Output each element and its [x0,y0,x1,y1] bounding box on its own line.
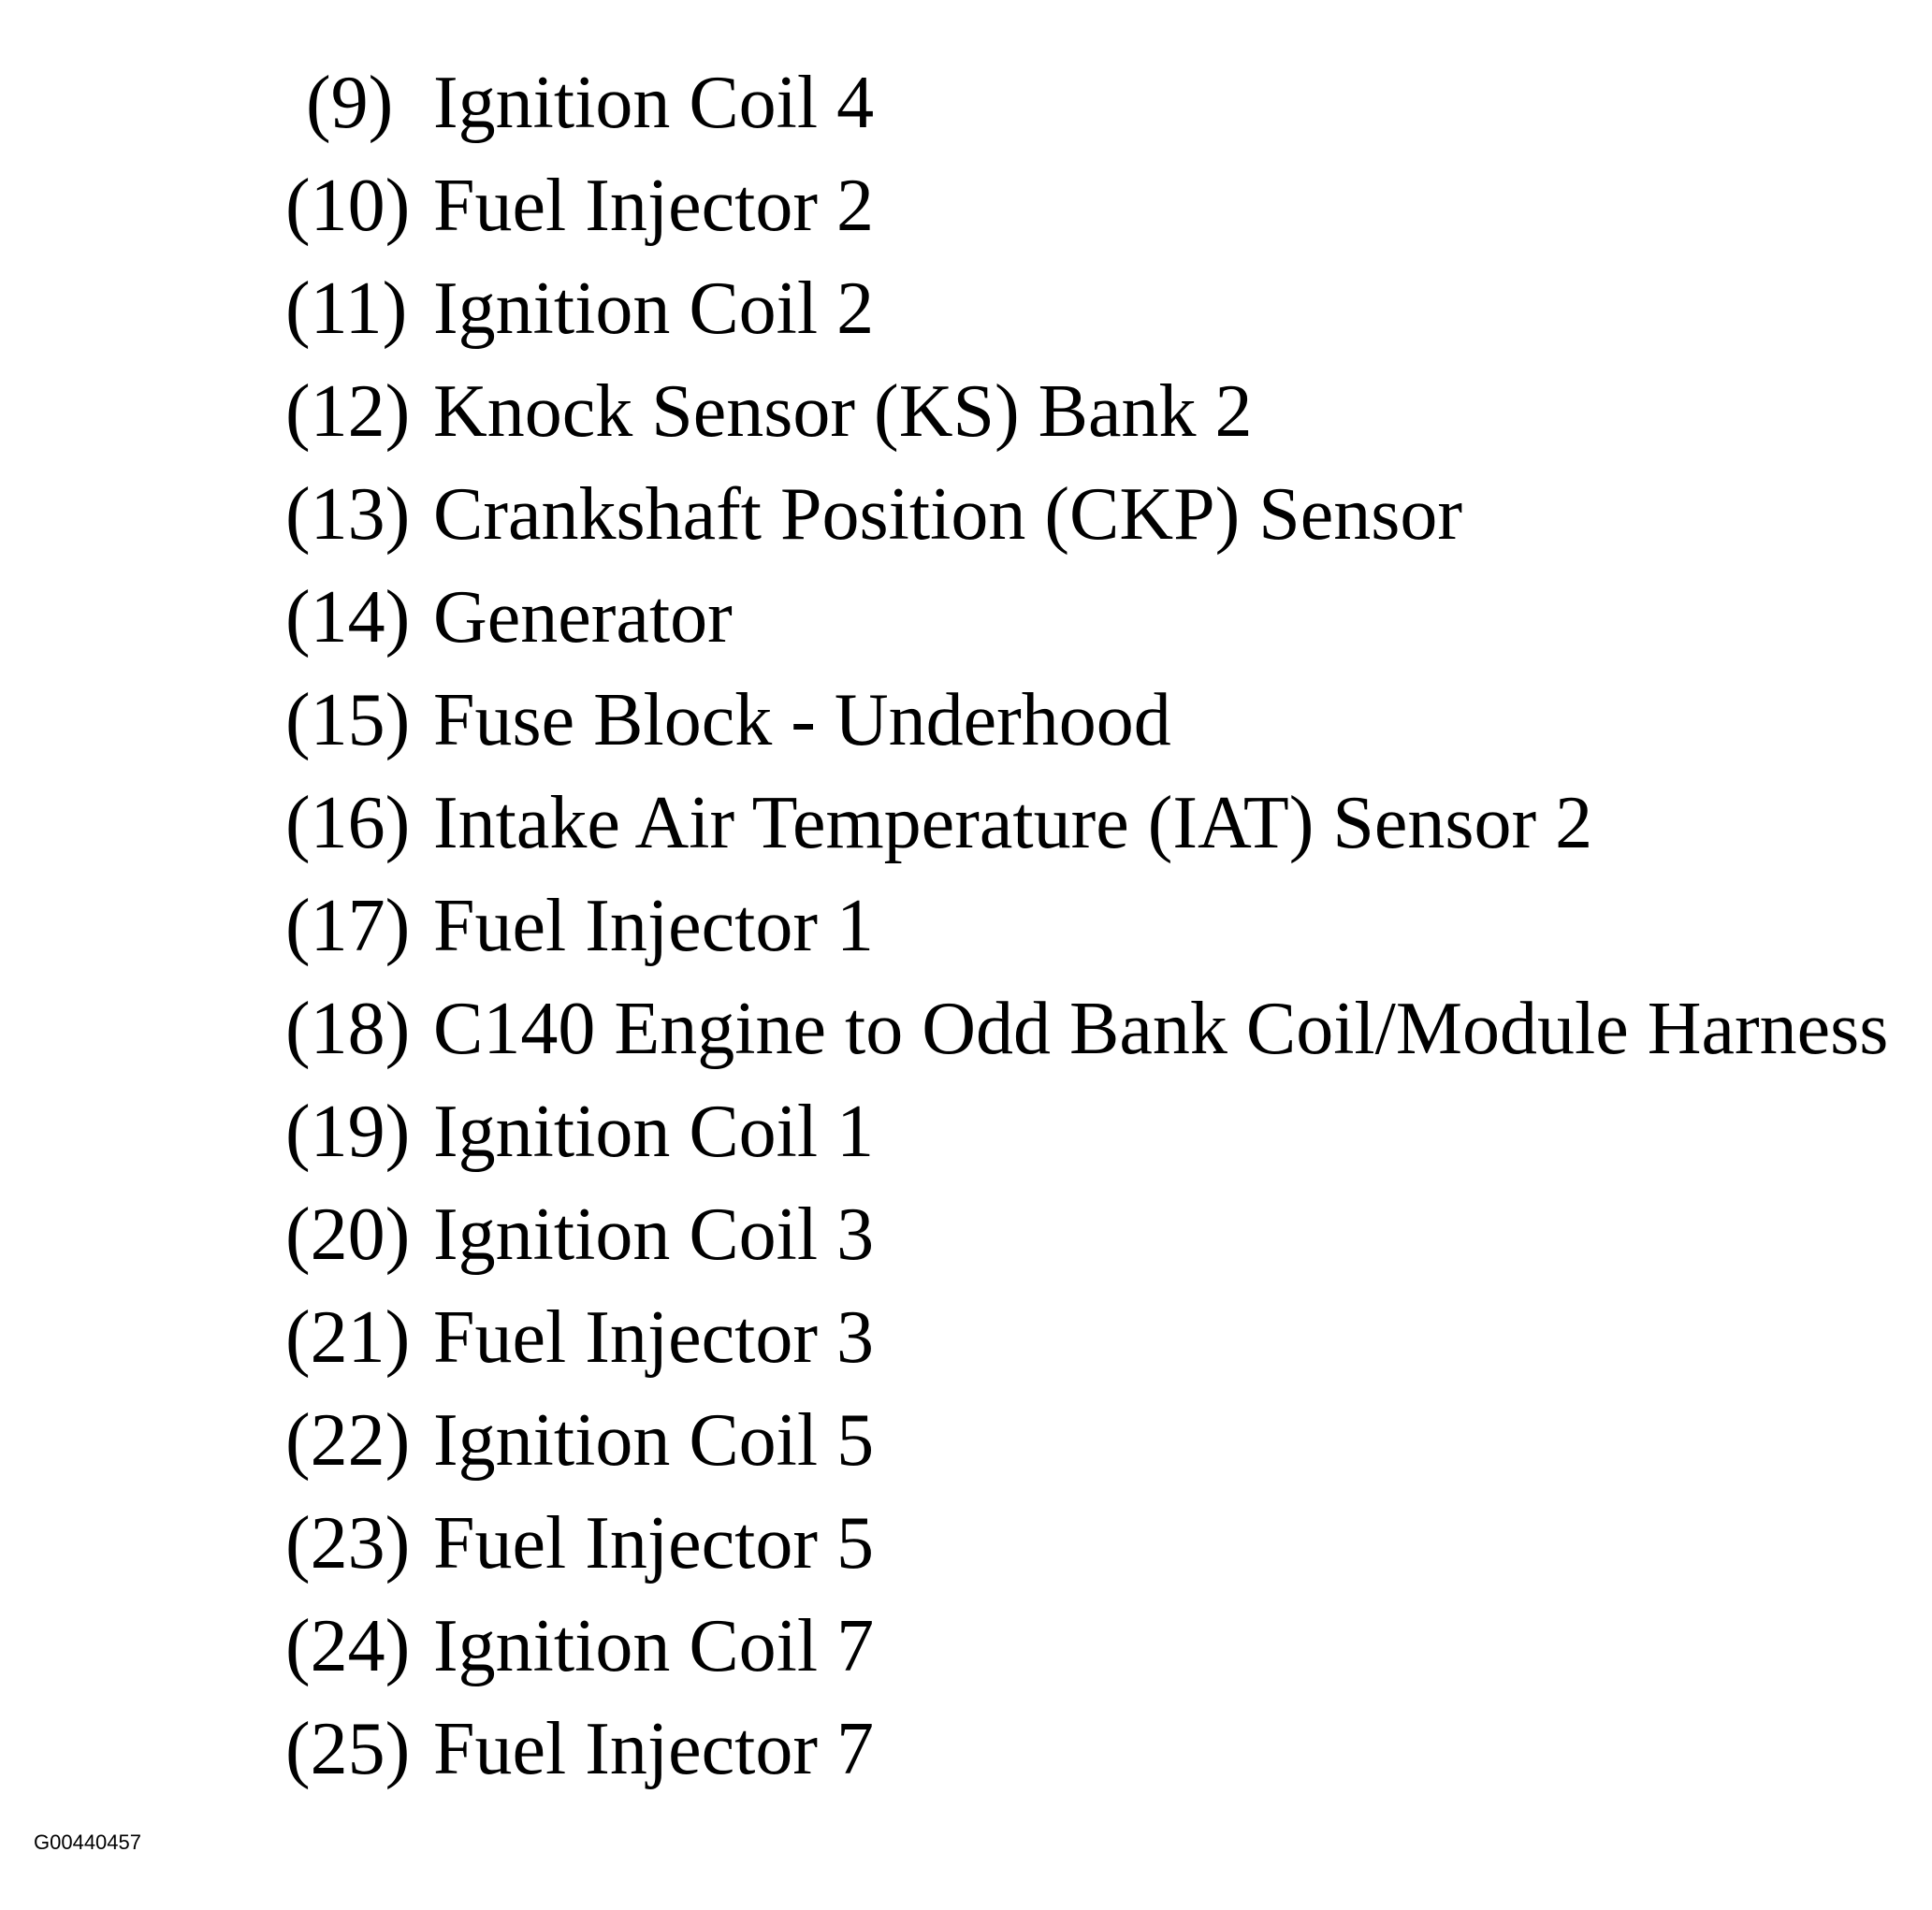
legend-item: (11)Ignition Coil 2 [285,271,874,346]
legend-item-number: (20) [285,1194,411,1276]
legend-item-number: (22) [285,1399,411,1482]
legend-item: (23)Fuel Injector 5 [285,1506,874,1581]
legend-item-label: Ignition Coil 2 [433,268,875,350]
legend-item-label: Fuel Injector 7 [433,1708,874,1790]
legend-item-label: Generator [433,576,733,658]
legend-item: (18)C140 Engine to Odd Bank Coil/Module … [285,991,1888,1066]
figure-code: G00440457 [34,1830,141,1854]
legend-item-number: (24) [285,1605,411,1687]
legend-item: (10)Fuel Injector 2 [285,168,874,243]
legend-item: (21)Fuel Injector 3 [285,1300,874,1375]
legend-item-number: (11) [285,268,408,350]
legend-item: (20)Ignition Coil 3 [285,1197,874,1272]
legend-item: (13)Crankshaft Position (CKP) Sensor [285,477,1462,552]
legend-item-label: Fuel Injector 2 [433,165,874,247]
legend-item-label: C140 Engine to Odd Bank Coil/Module Harn… [433,988,1889,1070]
legend-item: (14)Generator [285,580,733,655]
legend-item: (19)Ignition Coil 1 [285,1094,874,1169]
legend-item-number: (15) [285,679,411,761]
legend-item-number: (17) [285,885,411,967]
legend-item-label: Fuel Injector 1 [433,885,874,967]
legend-item-label: Fuse Block - Underhood [433,679,1171,761]
legend-item-number: (18) [285,988,411,1070]
legend-item-label: Ignition Coil 7 [433,1605,875,1687]
legend-item-number: (14) [285,576,411,658]
legend-item-number: (21) [285,1296,411,1379]
legend-item-label: Knock Sensor (KS) Bank 2 [433,370,1253,453]
legend-item: (9)Ignition Coil 4 [285,65,874,140]
legend-item-label: Fuel Injector 3 [433,1296,874,1379]
legend-item: (17)Fuel Injector 1 [285,889,874,963]
legend-item-number: (16) [285,782,411,864]
legend-item-label: Ignition Coil 1 [433,1091,875,1173]
legend-item-label: Ignition Coil 4 [433,62,875,144]
legend-item-label: Crankshaft Position (CKP) Sensor [433,473,1462,556]
legend-item-label: Fuel Injector 5 [433,1502,874,1584]
legend-item-label: Ignition Coil 5 [433,1399,875,1482]
legend-item-number: (13) [285,473,411,556]
legend-item: (12)Knock Sensor (KS) Bank 2 [285,374,1252,449]
legend-item: (25)Fuel Injector 7 [285,1712,874,1787]
legend-item-number: (23) [285,1502,411,1584]
legend-item: (22)Ignition Coil 5 [285,1403,874,1478]
legend-item-number: (10) [285,165,411,247]
legend-item: (24)Ignition Coil 7 [285,1609,874,1684]
legend-item-label: Ignition Coil 3 [433,1194,875,1276]
legend-item-number: (19) [285,1091,411,1173]
legend-item-label: Intake Air Temperature (IAT) Sensor 2 [433,782,1593,864]
legend-item-number: (9) [306,62,394,144]
legend-item-number: (12) [285,370,411,453]
legend-item: (16)Intake Air Temperature (IAT) Sensor … [285,786,1592,861]
legend-item: (15)Fuse Block - Underhood [285,683,1171,758]
legend-item-number: (25) [285,1708,411,1790]
